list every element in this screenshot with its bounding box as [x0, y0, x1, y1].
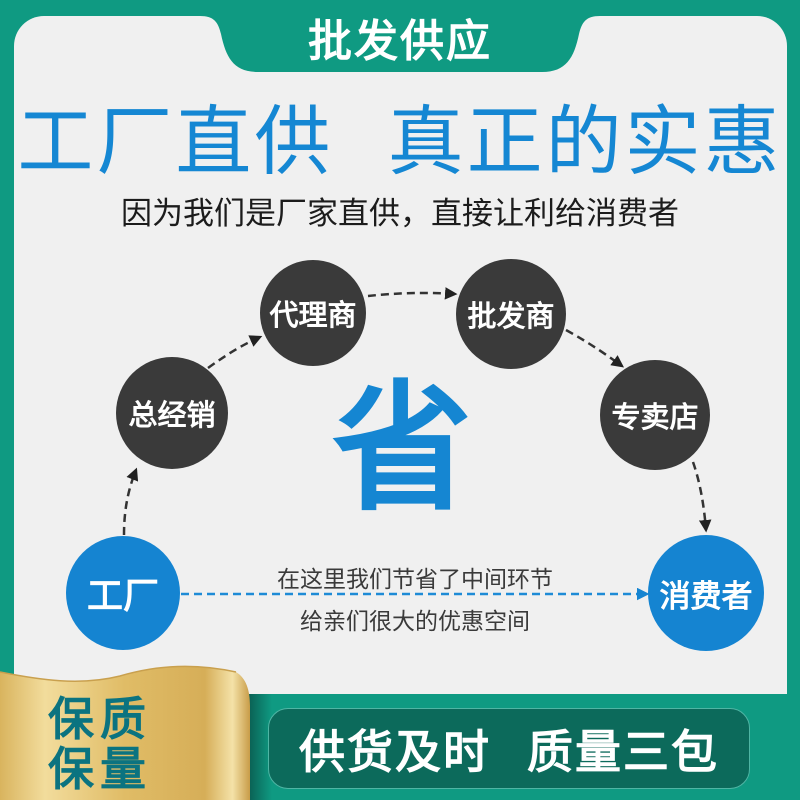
save-character: 省: [331, 368, 472, 531]
node-factory: 工厂: [66, 536, 180, 650]
headline: 工厂直供 真正的实惠: [17, 97, 783, 186]
arrow-distributor-to-agent: [207, 335, 263, 370]
node-specialty-store-label: 专卖店: [611, 400, 699, 434]
node-agent-label: 代理商: [269, 298, 357, 332]
title-tab-shape: [200, 16, 600, 72]
node-general-distributor: 总经销: [116, 357, 228, 469]
arrow-store-to-consumer: [691, 461, 712, 533]
node-wholesaler-label: 批发商: [467, 299, 555, 333]
ribbon-line-2: 保量: [48, 742, 152, 796]
ribbon-text: 保质 保量: [48, 694, 168, 794]
direct-note-line1: 在这里我们节省了中间环节: [277, 567, 553, 593]
promo-banner: 供货及时 质量三包: [268, 708, 750, 789]
subtitle: 因为我们是厂家直供，直接让利给消费者: [121, 195, 679, 232]
banner-title: 批发供应: [308, 16, 492, 67]
node-general-distributor-label: 总经销: [128, 398, 216, 432]
arrow-factory-to-distributor: [122, 467, 139, 536]
node-factory-label: 工厂: [86, 576, 159, 617]
arrow-agent-to-wholesaler: [367, 287, 458, 300]
node-agent: 代理商: [260, 260, 366, 366]
arrow-wholesaler-to-store: [565, 328, 625, 368]
direct-note-line2: 给亲们很大的优惠空间: [300, 609, 530, 635]
ribbon-line-1: 保质: [48, 692, 152, 746]
node-specialty-store: 专卖店: [600, 360, 710, 470]
node-consumer: 消费者: [648, 535, 764, 651]
node-consumer-label: 消费者: [659, 578, 753, 615]
node-wholesaler: 批发商: [456, 259, 566, 369]
